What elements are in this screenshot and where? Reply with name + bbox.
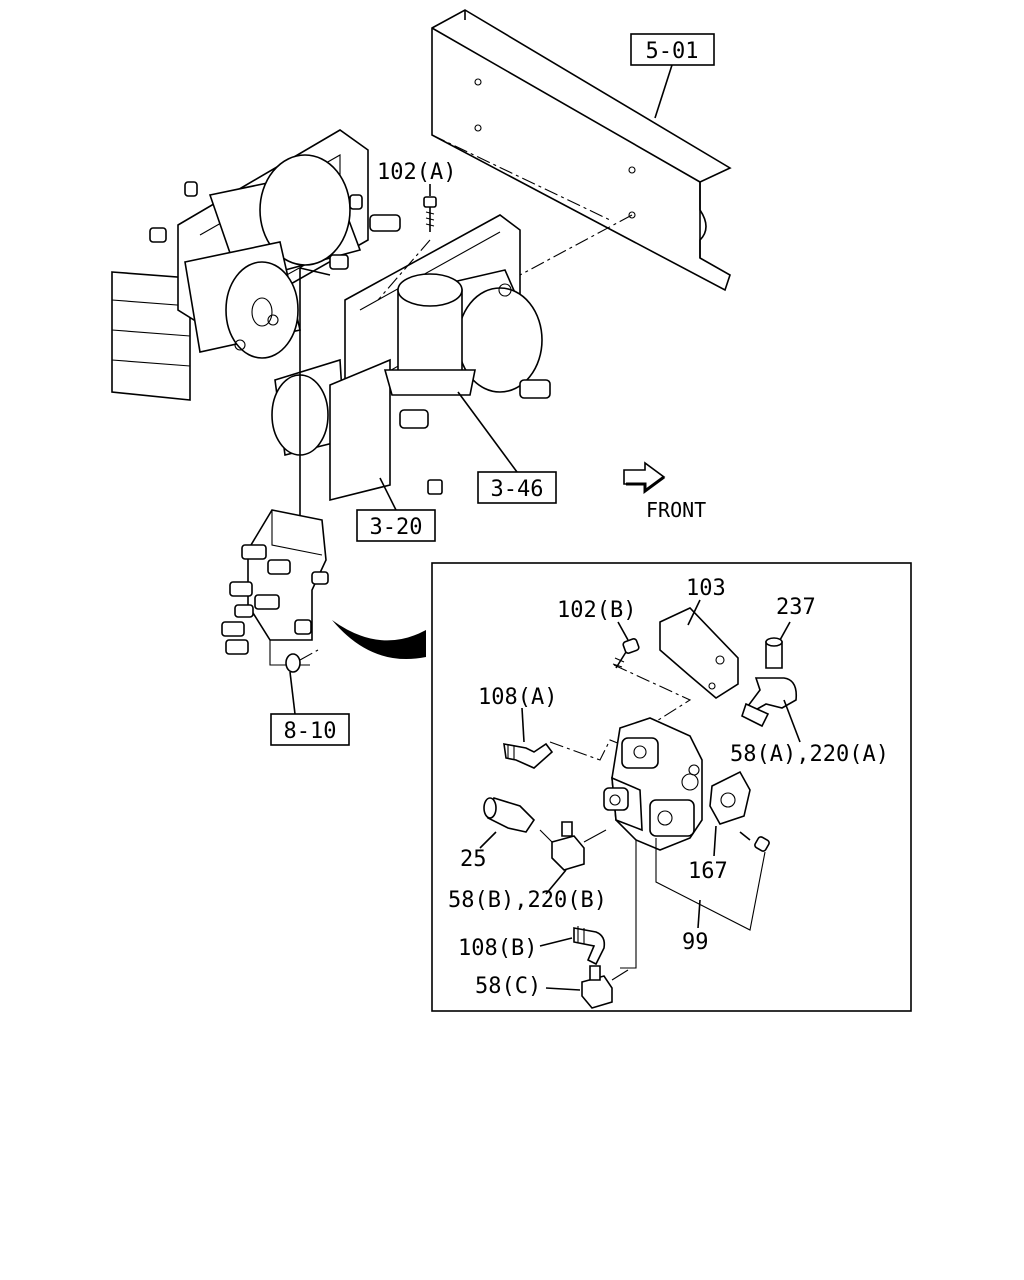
tee-58c xyxy=(545,965,629,1009)
label-103: 103 xyxy=(686,576,726,601)
ref-label-valve: 8-10 xyxy=(284,719,337,744)
fitting-237 xyxy=(765,621,791,669)
frame-rail xyxy=(431,9,732,292)
screw-99 xyxy=(739,831,770,852)
bolt-102a xyxy=(423,196,437,232)
label-25: 25 xyxy=(460,847,487,872)
bracket-103 xyxy=(659,599,739,699)
bolt-102a-line xyxy=(377,239,431,301)
label-58a-220a: 58(A),220(A) xyxy=(730,742,889,767)
label-167: 167 xyxy=(688,859,728,884)
ref-label-dryer: 3-46 xyxy=(491,477,544,502)
label-99: 99 xyxy=(682,930,709,955)
bolt-102b xyxy=(612,621,640,669)
ref-label-frame: 5-01 xyxy=(646,39,699,64)
label-237: 237 xyxy=(776,595,816,620)
elbow-58a xyxy=(741,677,801,743)
frame-center-line xyxy=(431,134,611,221)
detail-arrow xyxy=(332,620,426,660)
label-108b: 108(B) xyxy=(458,936,537,961)
switch-25 xyxy=(479,796,536,849)
valve-body xyxy=(603,717,703,969)
label-102a: 102(A) xyxy=(377,160,456,185)
ref-box-tank xyxy=(356,509,436,542)
label-58c: 58(C) xyxy=(475,974,541,999)
label-102b: 102(B) xyxy=(557,598,636,623)
elbow-108a xyxy=(503,707,554,769)
bracket-99-line xyxy=(655,838,766,931)
label-58b-220b: 58(B),220(B) xyxy=(448,888,607,913)
ref-box-frame xyxy=(630,33,715,66)
label-front: FRONT xyxy=(646,498,706,522)
elbow-108b xyxy=(539,926,606,966)
ref-box-dryer xyxy=(477,471,557,504)
air-tank-assembly xyxy=(111,129,551,502)
ref-box-valve xyxy=(270,713,350,746)
protection-valve-assembly xyxy=(221,509,329,673)
tee-58b xyxy=(539,821,607,895)
cover-167 xyxy=(709,770,751,857)
frame-mount-line xyxy=(519,214,633,276)
ref-label-tank: 3-20 xyxy=(370,515,423,540)
label-108a: 108(A) xyxy=(478,685,557,710)
